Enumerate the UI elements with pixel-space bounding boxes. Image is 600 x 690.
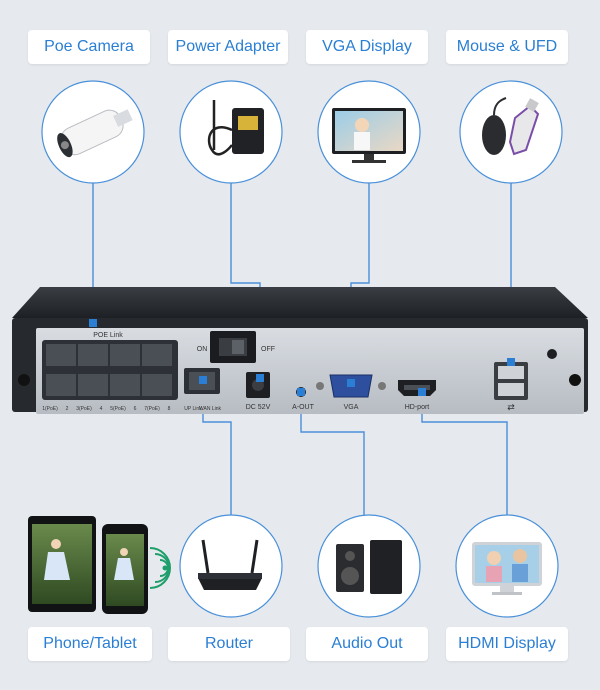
- power-switch: [210, 331, 256, 363]
- poe-port-label: 1(PoE): [42, 406, 58, 412]
- speaker-icon: [336, 540, 402, 594]
- device-router: [179, 514, 283, 618]
- device-poe-camera: [41, 80, 145, 184]
- nvr-recorder: ⇄: [12, 287, 588, 414]
- switch-off-label: OFF: [261, 346, 275, 353]
- mouse-usb-icon: [482, 97, 540, 156]
- poe-port-label: 3(PoE): [76, 406, 92, 412]
- label-poe-camera: Poe Camera: [28, 30, 150, 64]
- switch-on-label: ON: [197, 346, 208, 353]
- poe-link-title: POE Link: [93, 332, 123, 339]
- poe-port-label: 7(PoE): [144, 406, 160, 412]
- poe-port-label: 4: [100, 406, 103, 412]
- power-adapter-icon: [207, 100, 264, 156]
- label-audio-out: Audio Out: [306, 627, 428, 661]
- label-phone-tablet: Phone/Tablet: [28, 627, 152, 661]
- device-mouse-ufd: [459, 80, 563, 184]
- usb-icon: ⇄: [507, 402, 515, 412]
- hdmi-port: [398, 380, 436, 396]
- device-power-adapter: [179, 80, 283, 184]
- label-hdmi-display: HDMI Display: [446, 627, 568, 661]
- label-mouse-ufd: Mouse & UFD: [446, 30, 568, 64]
- reset-button: [547, 349, 557, 359]
- device-vga-display: [317, 80, 421, 184]
- wifi-icon: [149, 547, 171, 589]
- label-vga-display: VGA Display: [306, 30, 428, 64]
- label-router: Router: [168, 627, 290, 661]
- aout-label: A-OUT: [292, 404, 315, 411]
- router-icon: [198, 539, 262, 590]
- hdmi-monitor-icon: [472, 542, 542, 595]
- usb-ports: [494, 362, 528, 400]
- poe-port-label: 5(PoE): [110, 406, 126, 412]
- lan-label-wan: WAN Link: [199, 406, 222, 412]
- phone-tablet-devices: [28, 516, 171, 614]
- connection-markers: [89, 319, 515, 396]
- vga-port-label: VGA: [344, 404, 359, 411]
- poe-port-block: [42, 340, 178, 400]
- monitor-icon: [332, 108, 406, 163]
- screw-left: [18, 374, 30, 386]
- device-audio-out: [317, 514, 421, 618]
- chassis-labels: POE Link ON OFF DC 52V A-OUT VGA HD-port…: [42, 332, 429, 412]
- poe-port-label: 2: [66, 406, 69, 412]
- hdmi-port-label: HD-port: [405, 404, 430, 411]
- poe-port-label: 8: [168, 406, 171, 412]
- tablet-icon: [28, 516, 96, 612]
- dc-label: DC 52V: [246, 404, 271, 411]
- poe-port-label: 6: [134, 406, 137, 412]
- poe-port-labels: 1(PoE) 2 3(PoE) 4 5(PoE) 6 7(PoE) 8: [42, 406, 170, 412]
- screw-right: [569, 374, 581, 386]
- device-hdmi-display: [455, 514, 559, 618]
- lan-label-uplink: UP Link: [184, 406, 202, 412]
- label-power-adapter: Power Adapter: [168, 30, 288, 64]
- phone-icon: [102, 524, 148, 614]
- camera-icon: [57, 109, 133, 158]
